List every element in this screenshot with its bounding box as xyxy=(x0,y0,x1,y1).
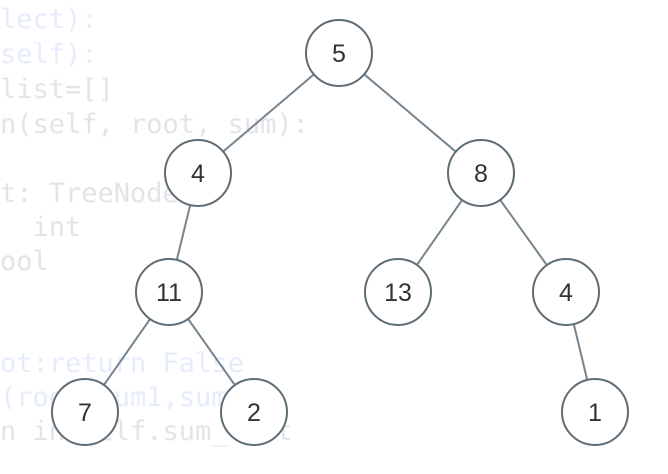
tree-edge xyxy=(222,73,315,153)
tree-node-circle xyxy=(135,258,203,326)
tree-node-circle xyxy=(561,378,629,446)
tree-node: 1 xyxy=(561,378,629,446)
tree-node: 4 xyxy=(164,139,232,207)
tree-nodes: 5 4 8 11 13 4 7 2 1 xyxy=(51,19,629,446)
tree-edge xyxy=(572,323,589,381)
tree-node: 5 xyxy=(305,19,373,87)
tree-node-circle xyxy=(305,19,373,87)
tree-node: 4 xyxy=(532,258,600,326)
tree-edge xyxy=(416,199,463,266)
tree-node-circle xyxy=(532,258,600,326)
tree-edge xyxy=(363,73,457,153)
tree-node-circle xyxy=(447,139,515,207)
tree-node-circle xyxy=(364,258,432,326)
tree-edge xyxy=(103,318,151,386)
tree-node: 11 xyxy=(135,258,203,326)
tree-node-label: 5 xyxy=(332,40,346,68)
tree-node-label: 11 xyxy=(156,279,182,307)
tree-node-circle xyxy=(51,378,119,446)
tree-node-label: 4 xyxy=(191,160,205,188)
tree-edge xyxy=(175,204,192,261)
tree-node: 7 xyxy=(51,378,119,446)
tree-node-label: 4 xyxy=(559,279,573,307)
tree-node-label: 1 xyxy=(588,399,602,427)
tree-edge xyxy=(499,199,548,266)
tree-node-circle xyxy=(164,139,232,207)
tree-node-label: 8 xyxy=(474,160,488,188)
tree-node: 2 xyxy=(220,378,288,446)
tree-edge xyxy=(187,318,236,386)
tree-edges xyxy=(103,73,589,386)
tree-node-label: 13 xyxy=(384,279,412,307)
tree-node-label: 7 xyxy=(78,399,92,427)
tree-node: 13 xyxy=(364,258,432,326)
tree-node-circle xyxy=(220,378,288,446)
tree-node: 8 xyxy=(447,139,515,207)
tree-node-label: 2 xyxy=(247,399,261,427)
